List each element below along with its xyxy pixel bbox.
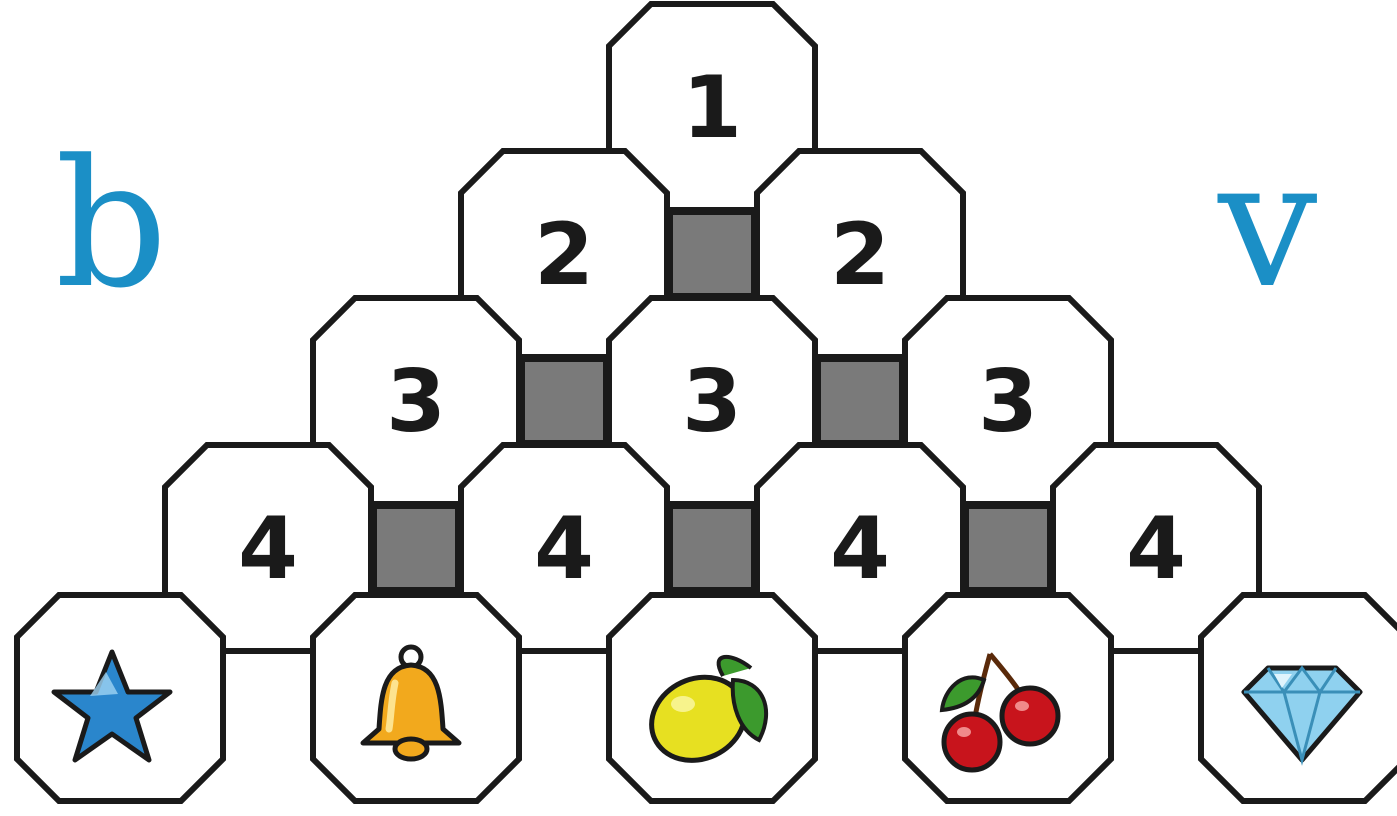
gray-square xyxy=(374,506,458,590)
gray-square xyxy=(966,506,1050,590)
cell-number: 3 xyxy=(978,352,1038,452)
cell-number: 4 xyxy=(1126,499,1186,599)
gray-square xyxy=(670,506,754,590)
cell-number: 2 xyxy=(830,205,890,305)
cell-number: 3 xyxy=(682,352,742,452)
gray-square xyxy=(670,212,754,296)
cell-number: 4 xyxy=(238,499,298,599)
cell-number: 4 xyxy=(830,499,890,599)
gray-square xyxy=(522,359,606,443)
cell-number: 2 xyxy=(534,205,594,305)
right-corner-letter: v xyxy=(1217,122,1317,327)
left-corner-letter: b xyxy=(55,122,168,327)
gray-square xyxy=(818,359,902,443)
cell-number: 3 xyxy=(386,352,446,452)
cell-number: 1 xyxy=(682,58,742,158)
cell-number: 4 xyxy=(534,499,594,599)
